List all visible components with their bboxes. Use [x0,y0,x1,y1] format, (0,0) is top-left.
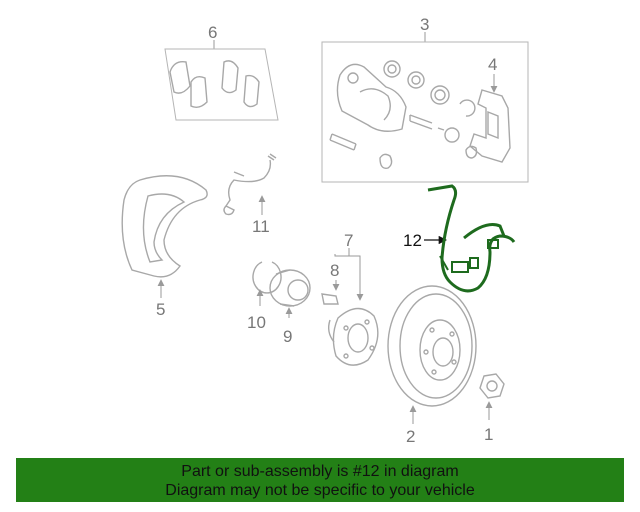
caliper-seals [383,60,478,159]
hub-and-stud[interactable]: 7 8 [321,231,379,366]
callout-7: 7 [344,231,353,250]
callout-6: 6 [208,23,217,42]
brake-hose[interactable]: 11 [223,153,277,236]
snap-ring[interactable]: 10 [247,261,282,332]
dust-shield[interactable]: 5 [121,175,208,319]
brake-disc[interactable]: 2 [387,285,477,446]
callout-2: 2 [406,427,415,446]
wheel-bearing[interactable]: 9 [269,269,311,346]
caliper-body [329,63,407,169]
brake-pad-1 [169,60,260,109]
callout-11: 11 [252,217,270,236]
parts-diagram: 6 3 [121,15,529,446]
callout-12: 12 [403,231,422,250]
callout-4: 4 [488,55,497,74]
banner-line-1: Part or sub-assembly is #12 in diagram [181,463,459,480]
callout-1: 1 [484,425,493,444]
brake-pad-set-group[interactable]: 6 [164,23,279,121]
callout-9: 9 [283,327,292,346]
caliper-assembly-group[interactable]: 3 [321,15,529,183]
callout-10: 10 [247,313,266,332]
callout-8: 8 [330,261,339,280]
callout-3: 3 [420,15,429,34]
lug-nut[interactable]: 1 [479,373,505,444]
caliper-bracket[interactable]: 4 [469,55,511,163]
banner-line-2: Diagram may not be specific to your vehi… [165,482,475,499]
wheel-hub [327,307,379,366]
callout-5: 5 [156,300,165,319]
abs-speed-sensor[interactable]: 12 [403,184,516,293]
diagram-notice-banner: Part or sub-assembly is #12 in diagram D… [16,458,624,502]
